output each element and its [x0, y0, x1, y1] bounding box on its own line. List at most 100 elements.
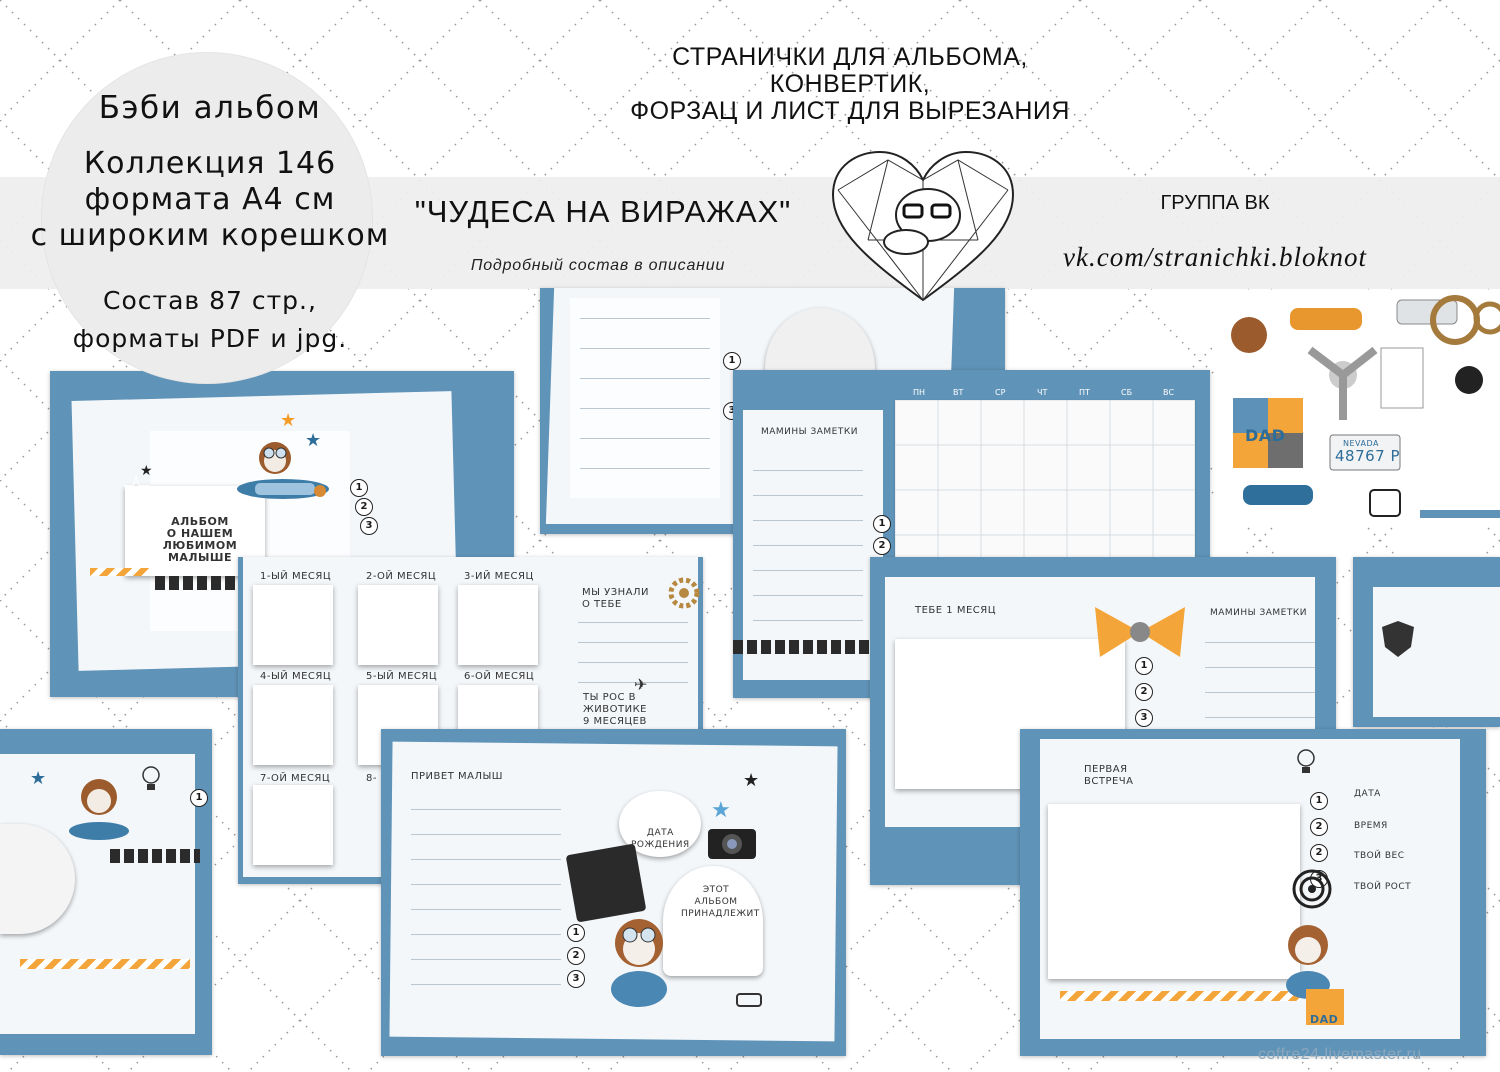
album-title-line: О НАШЕМ	[166, 527, 234, 540]
hello-title: ПРИВЕТ МАЛЫШ	[411, 771, 504, 782]
cube-dad-label: DAD	[1310, 1013, 1339, 1026]
otter-pilot-icon	[1286, 925, 1344, 1025]
learned-line: МЫ УЗНАЛИ	[582, 587, 649, 598]
album-title-line: АЛЬБОМ	[171, 515, 229, 528]
grew-line: ЖИВОТИКЕ	[583, 704, 647, 715]
number-badge: 2	[1135, 683, 1153, 701]
number-badge: 1	[723, 352, 741, 370]
grew-line: ТЫ РОС В	[583, 692, 637, 703]
number-badge: 2	[567, 947, 585, 965]
lightbulb-icon	[142, 766, 160, 790]
watermark: coffre24.livemaster.ru	[1258, 1046, 1422, 1063]
birth-line: РОЖДЕНИЯ	[631, 840, 690, 850]
month-label: 7-ОЙ МЕСЯЦ	[260, 773, 331, 784]
owner-line: ЭТОТ	[702, 885, 730, 895]
collection-subtitle: Подробный состав в описании	[470, 257, 726, 274]
weekday-label: СР	[995, 388, 1006, 397]
month-label: 8-	[366, 773, 377, 784]
meeting-field: ДАТА	[1354, 789, 1381, 799]
grew-title: ТЫ РОС В ЖИВОТИКЕ 9 МЕСЯЦЕВ	[583, 692, 647, 728]
collection-line: Коллекция 146	[83, 146, 337, 181]
sticker-sheet: DAD NEVADA 48767 P	[1215, 290, 1500, 525]
owner-line: АЛЬБОМ	[694, 897, 738, 907]
month-label: 3-ИЙ МЕСЯЦ	[464, 571, 534, 582]
number-badge: 3	[567, 970, 585, 988]
number-badge: 2	[1310, 818, 1328, 836]
collection-line: с широким корешком	[30, 218, 390, 253]
calendar-grid	[895, 400, 1195, 580]
number-badge: 2	[1310, 844, 1328, 862]
composition-info: Состав 87 стр., форматы PDF и jpg.	[0, 282, 420, 358]
month-label: 4-ЫЙ МЕСЯЦ	[260, 671, 332, 682]
bow-icon	[1095, 607, 1185, 657]
learned-title: МЫ УЗНАЛИ О ТЕБЕ	[582, 587, 649, 611]
sticker-art	[1231, 295, 1500, 518]
star-icon: ★	[711, 797, 731, 822]
number-badge: 1	[567, 924, 585, 942]
header-line: СТРАНИЧКИ ДЛЯ АЛЬБОМА,	[672, 43, 1028, 71]
owner-line: ПРИНАДЛЕЖИТ	[681, 909, 760, 919]
number-badge: 1	[350, 479, 368, 497]
month-label: 1-ЫЙ МЕСЯЦ	[260, 571, 332, 582]
meeting-field: ВРЕМЯ	[1354, 821, 1388, 831]
birth-date-label: ДАТА РОЖДЕНИЯ	[631, 827, 690, 851]
star-icon: ★	[140, 462, 153, 478]
plate-number: 48767 P	[1335, 447, 1401, 465]
chalkboard-icon	[566, 844, 646, 922]
plate-state: NEVADA	[1343, 439, 1379, 448]
weekday-label: ПТ	[1079, 388, 1090, 397]
star-icon: ★	[30, 768, 47, 788]
header-line: ФОРЗАЦ И ЛИСТ ДЛЯ ВЫРЕЗАНИЯ	[630, 97, 1070, 125]
number-badge: 2	[873, 537, 891, 555]
weekday-label: ВТ	[953, 388, 964, 397]
star-icon: ★	[280, 410, 297, 430]
album-title-line: ЛЮБИМОМ	[162, 539, 238, 552]
one-month-title: ТЕБЕ 1 МЕСЯЦ	[915, 605, 996, 616]
number-badge: 3	[1135, 709, 1153, 727]
meeting-field: ТВОЙ РОСТ	[1354, 882, 1412, 892]
card-bottom-left: ★ 1	[0, 729, 212, 1055]
gear-icon	[668, 577, 700, 609]
shield-icon	[1382, 621, 1414, 657]
album-title-line: МАЛЫШЕ	[167, 551, 233, 564]
month-label: 6-ОЙ МЕСЯЦ	[464, 671, 535, 682]
notes-title: МАМИНЫ ЗАМЕТКИ	[761, 427, 858, 437]
weekday-label: СБ	[1121, 388, 1133, 397]
month-label: 5-ЫЙ МЕСЯЦ	[366, 671, 438, 682]
target-icon	[1292, 869, 1332, 909]
otter-pilot-plane-icon	[237, 442, 329, 499]
month-label: 2-ОЙ МЕСЯЦ	[366, 571, 437, 582]
collection-info: Коллекция 146 формата А4 см с широким ко…	[0, 146, 420, 254]
composition-line: Состав 87 стр.,	[103, 286, 317, 315]
vk-group-label: ГРУППА ВК	[1160, 192, 1270, 214]
owner-label: ЭТОТ АЛЬБОМ ПРИНАДЛЕЖИТ	[681, 884, 760, 920]
meeting-field: ТВОЙ ВЕС	[1354, 851, 1405, 861]
meeting-title-line: ВСТРЕЧА	[1084, 776, 1134, 787]
number-badge: 3	[360, 517, 378, 535]
header-line: КОНВЕРТИК,	[769, 70, 931, 98]
number-badge: 1	[1310, 792, 1328, 810]
star-icon: ★	[743, 770, 760, 790]
album-name: Бэби альбом	[98, 90, 322, 126]
car-icon	[736, 993, 762, 1007]
card-right-edge	[1353, 557, 1500, 727]
collection-title: "ЧУДЕСА НА ВИРАЖАХ"	[414, 194, 792, 229]
collection-line: формата А4 см	[84, 182, 336, 217]
otter-pilot-icon	[69, 779, 129, 840]
notes-title: МАМИНЫ ЗАМЕТКИ	[1210, 608, 1307, 618]
heart-cat-logo	[831, 150, 1015, 302]
album-title: АЛЬБОМ О НАШЕМ ЛЮБИМОМ МАЛЫШЕ	[160, 516, 240, 564]
plane-icon: ✈	[634, 677, 648, 694]
meeting-title: ПЕРВАЯ ВСТРЕЧА	[1084, 764, 1134, 788]
info-circle	[42, 53, 372, 383]
card-first-meeting: ПЕРВАЯ ВСТРЕЧА 1 2 2 3 ДАТА ВРЕМЯ ТВОЙ В…	[1020, 729, 1486, 1056]
weekday-label: ПН	[913, 388, 926, 397]
header-text: СТРАНИЧКИ ДЛЯ АЛЬБОМА, КОНВЕРТИК, ФОРЗАЦ…	[540, 44, 1160, 125]
vk-link[interactable]: vk.com/stranichki.bloknot	[1063, 242, 1367, 272]
meeting-title-line: ПЕРВАЯ	[1084, 764, 1128, 775]
grew-line: 9 МЕСЯЦЕВ	[583, 716, 647, 727]
learned-line: О ТЕБЕ	[582, 599, 622, 610]
otter-pilot-icon	[611, 919, 667, 1007]
number-badge: 2	[355, 498, 373, 516]
sticker-dad-label: DAD	[1245, 426, 1286, 445]
